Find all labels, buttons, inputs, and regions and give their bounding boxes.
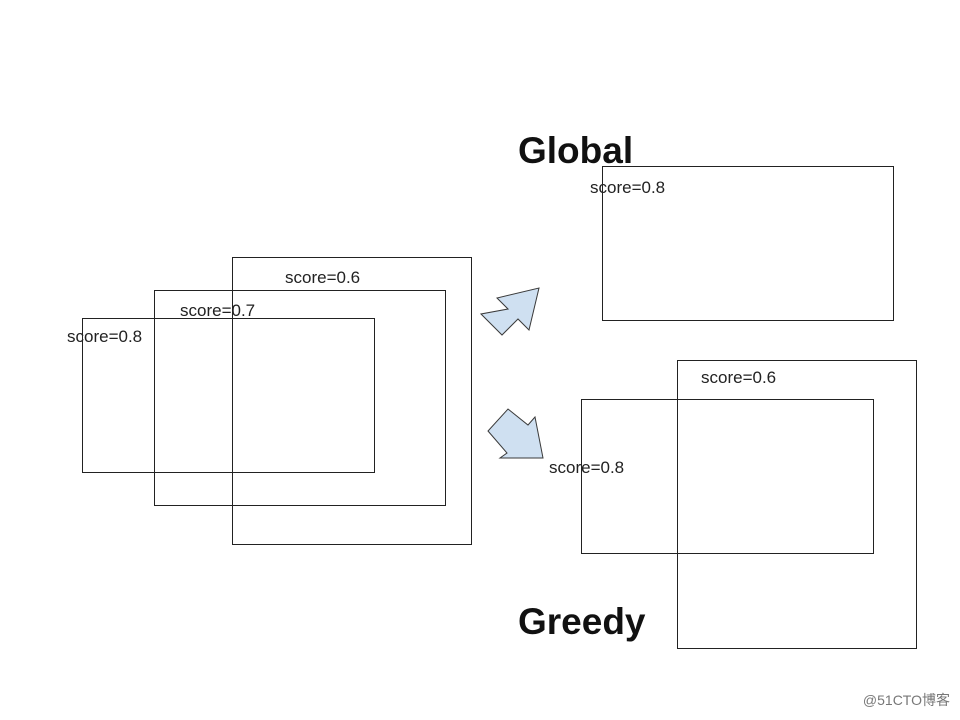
left-label-score-0-7: score=0.7 xyxy=(180,301,256,320)
greedy-label-score-0-6: score=0.6 xyxy=(701,368,777,387)
left-label-score-0-6: score=0.6 xyxy=(285,268,361,287)
global-box-score-0-8 xyxy=(602,166,894,321)
left-box-score-0-7 xyxy=(154,290,446,506)
global-label-score-0-8: score=0.8 xyxy=(590,178,666,197)
greedy-label-score-0-8: score=0.8 xyxy=(549,458,625,477)
left-box-score-0-8 xyxy=(82,318,375,473)
greedy-box-score-0-8 xyxy=(581,399,874,554)
left-label-score-0-8: score=0.8 xyxy=(67,327,143,346)
global-title: Global xyxy=(518,130,634,171)
greedy-title: Greedy xyxy=(518,601,646,642)
up-right-arrow xyxy=(479,287,540,336)
greedy-box-score-0-6 xyxy=(677,360,917,649)
down-right-arrow xyxy=(487,408,544,459)
watermark: @51CTO博客 xyxy=(862,692,950,708)
left-box-score-0-6 xyxy=(232,257,472,545)
